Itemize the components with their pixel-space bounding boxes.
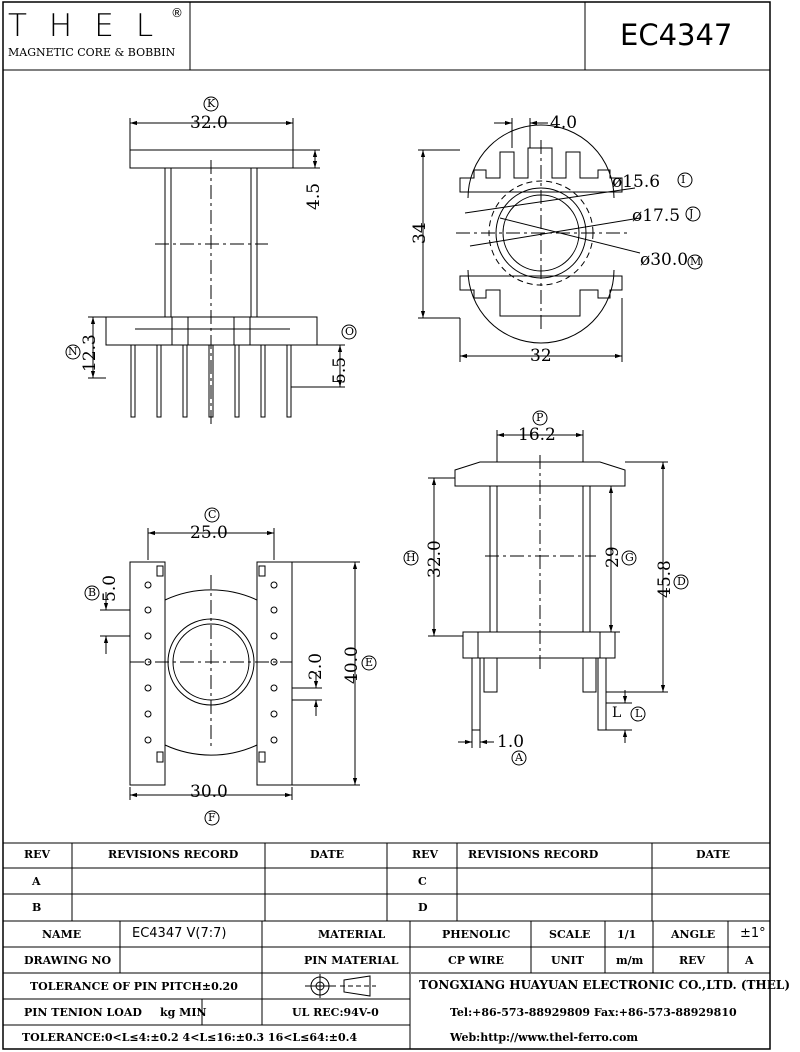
side-view-drawing [418,118,641,362]
dim-side-width: 32 [530,346,552,366]
rev-label: REV [679,954,706,967]
sheet-border [2,1,771,1050]
tag-n: N [68,345,78,358]
dim-window-height: 29 [603,546,623,568]
rev-row-b: B [32,901,42,914]
dim-pin-tail: L [612,705,622,721]
tag-g: G [625,551,634,564]
pin-load-unit: kg MIN [160,1006,207,1019]
drawing-no-label: DRAWING NO [24,954,112,967]
rev-row-a: A [32,875,41,888]
tag-l: L [635,707,643,720]
logo-subtitle: MAGNETIC CORE & BOBBIN [8,46,176,59]
tag-o: O [345,325,355,338]
dim-pin-length: 5.5 [330,356,350,384]
scale-label: SCALE [549,928,591,941]
scale-value: 1/1 [617,928,637,941]
dia-mid: ø17.5 [632,206,681,226]
tag-b: B [88,586,97,599]
dim-pin-pitch: 5.0 [100,574,120,602]
pin-material-label: PIN MATERIAL [304,954,399,967]
tag-h: H [406,551,416,564]
tag-m: M [690,255,702,268]
rev-row-c: C [418,875,427,888]
date-header-1: DATE [310,848,345,861]
revisions-header-2: REVISIONS RECORD [468,848,599,861]
rev-value: A [745,954,754,967]
dim-side-height: 34 [410,222,430,244]
dim-core-width: 16.2 [518,425,556,445]
pin-material-value: CP WIRE [448,954,504,967]
pin-load-label: PIN TENION LOAD [24,1006,142,1019]
dim-base: 12.3 [80,334,100,372]
part-number: EC4347 [620,18,733,52]
date-header-2: DATE [696,848,731,861]
unit-label: UNIT [551,954,584,967]
unit-value: m/m [616,954,644,967]
company-tel-fax: Tel:+86-573-88929809 Fax:+86-573-8892981… [450,1006,737,1019]
general-tolerance: TOLERANCE:0<L≤4:±0.2 4<L≤16:±0.3 16<L≤64… [22,1031,358,1044]
tag-e: E [365,656,374,669]
pitch-tolerance: TOLERANCE OF PIN PITCH±0.20 [30,980,238,993]
material-value: PHENOLIC [442,928,511,941]
bottom-view-drawing [100,528,360,800]
company-name: TONGXIANG HUAYUAN ELECTRONIC CO.,LTD. (T… [419,978,791,992]
dim-pin-gap: 2.0 [306,652,326,680]
tag-circles [65,96,703,826]
dim-top-width: 32.0 [190,113,228,133]
tag-k: K [207,97,216,110]
dim-inner-height: 32.0 [425,540,445,578]
top-view-drawing [88,118,345,425]
angle-value: ±1° [740,926,766,941]
logo-registered-mark: ® [171,6,183,20]
name-value: EC4347 V(7:7) [132,926,227,941]
tag-d: D [677,575,686,588]
material-label: MATERIAL [318,928,386,941]
company-web: Web:http://www.thel-ferro.com [450,1031,639,1044]
dim-total-height: 45.8 [655,560,675,598]
rev-row-d: D [418,901,428,914]
tag-p: P [536,411,544,424]
tag-f: F [208,811,216,824]
title-block-grid [3,842,770,1049]
tag-a: A [515,751,523,764]
ul-rec: UL REC:94V-0 [292,1006,379,1019]
tag-j: J [689,207,694,220]
dim-pin-diameter: 1.0 [497,732,525,752]
dim-bottom-width: 30.0 [190,782,228,802]
dia-inner: ø15.6 [612,172,661,192]
rev-header-2: REV [412,848,439,861]
dim-bottom-top-width: 25.0 [190,523,228,543]
tag-i: I [681,173,686,186]
angle-label: ANGLE [671,928,716,941]
name-label: NAME [42,928,82,941]
revisions-header-1: REVISIONS RECORD [108,848,239,861]
dim-flange: 4.5 [304,182,324,210]
tag-c: C [208,508,217,521]
dim-slot: 4.0 [550,113,578,133]
dim-bottom-length: 40.0 [342,646,362,684]
logo-text: THEL [8,8,176,44]
rev-header-1: REV [24,848,51,861]
front-view-drawing [428,430,668,748]
dia-outer: ø30.0 [640,250,689,270]
